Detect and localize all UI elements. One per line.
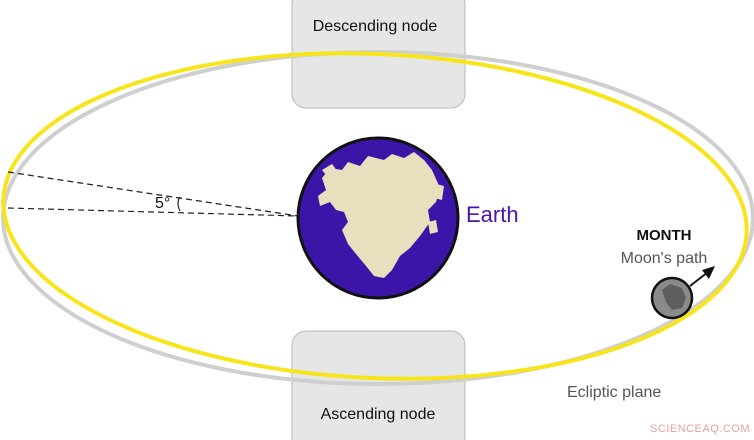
ascending-node-label: Ascending node [321,406,436,423]
earth-land-east [434,184,444,200]
angle-arc [177,196,181,212]
angle-label: 5° [155,195,170,212]
watermark: SCIENCEAQ.COM [650,423,750,435]
earth-land-island [428,220,438,234]
earth-land-main [318,152,440,278]
earth-land-left [322,164,338,180]
ecliptic-plane-label: Ecliptic plane [567,384,661,401]
earth-icon [296,136,460,300]
earth-label: Earth [466,202,519,227]
descending-node-label: Descending node [313,18,438,35]
moon-crater [662,284,686,310]
angle-line-upper [7,171,299,217]
month-label: MONTH [637,227,692,244]
moon-icon [650,276,694,320]
direction-arrow-icon [689,266,715,287]
angle-line-lower [7,207,299,217]
moon-orbit [1,51,749,381]
moons-path-label: Moon's path [621,250,708,267]
